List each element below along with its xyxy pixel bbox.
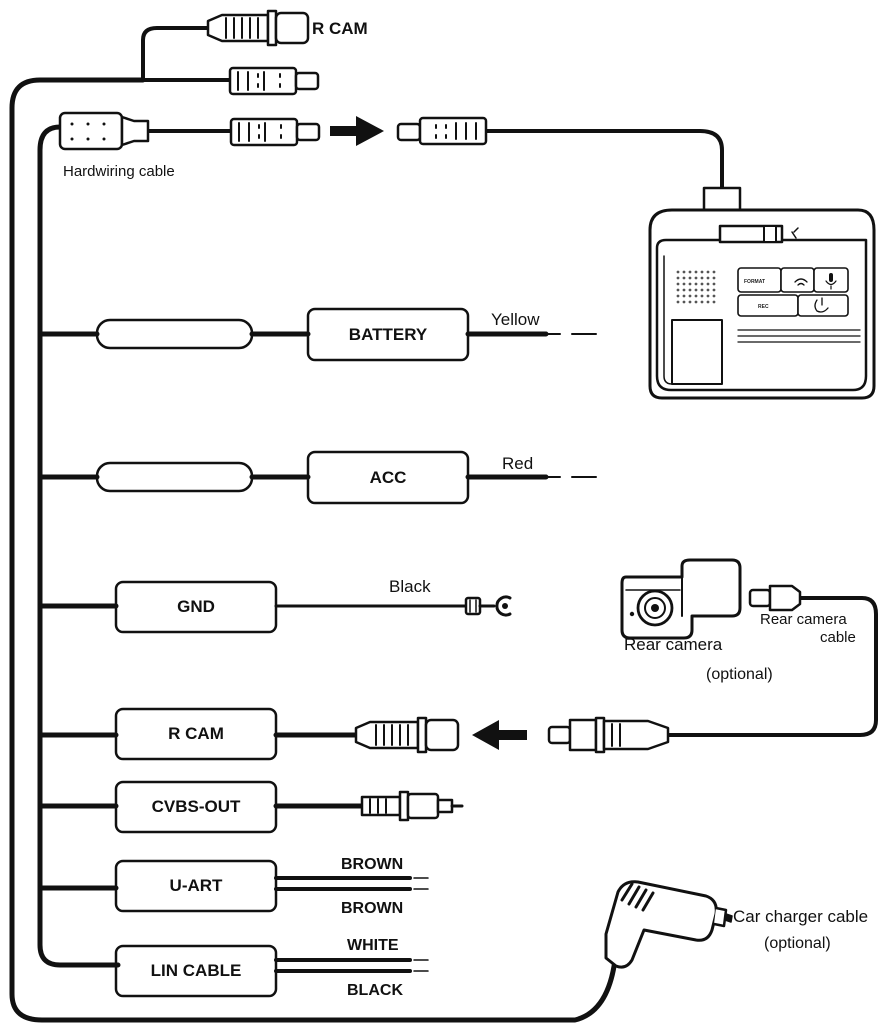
top-rcam-connector bbox=[206, 9, 310, 47]
rcam-label-box bbox=[114, 707, 278, 761]
inner-trunk bbox=[37, 124, 121, 968]
top-rcam-label: R CAM bbox=[312, 19, 368, 38]
device-side-connector bbox=[396, 116, 488, 146]
rear-camera-label: Rear camera bbox=[624, 635, 723, 654]
lin-wire-tips bbox=[413, 959, 429, 972]
rear-camera bbox=[620, 558, 742, 640]
device-rec-text: REC bbox=[758, 304, 769, 310]
hardwiring-cable-label: Hardwiring cable bbox=[63, 163, 175, 180]
acc-label: ACC bbox=[369, 467, 407, 487]
uart-label: U-ART bbox=[169, 876, 223, 895]
device-cable bbox=[484, 129, 724, 190]
rcam-branch-connector bbox=[354, 716, 460, 754]
gnd-label: GND bbox=[177, 597, 215, 616]
uart-label-box bbox=[114, 859, 278, 913]
rear-camera-optional-label: (optional) bbox=[706, 666, 773, 683]
outer-main-cable bbox=[9, 77, 618, 1023]
cvbs-label-box bbox=[114, 780, 278, 834]
battery-fuse-box bbox=[95, 318, 254, 350]
second-top-connector bbox=[228, 66, 320, 96]
hardwiring-cable-head bbox=[58, 111, 150, 151]
top-rcam-branch bbox=[141, 26, 210, 82]
red-wire-label: Red bbox=[502, 454, 534, 473]
cvbs-out-label: CVBS-OUT bbox=[151, 797, 241, 816]
brown-wire-label-bottom: BROWN bbox=[341, 900, 404, 917]
connect-arrow-left bbox=[472, 720, 527, 750]
white-wire-label: WHITE bbox=[347, 937, 399, 954]
device-format-text: FORMAT bbox=[744, 279, 765, 285]
acc-label-box bbox=[306, 450, 470, 505]
gnd-ring-terminal bbox=[464, 595, 512, 617]
rear-camera-cable-wire bbox=[666, 596, 878, 737]
black-wire-label: Black bbox=[389, 577, 431, 596]
acc-fuse-box bbox=[95, 461, 254, 493]
battery-label-box bbox=[306, 307, 470, 362]
car-charger-plug bbox=[604, 880, 733, 969]
middle-connector bbox=[229, 117, 321, 147]
rear-camera-male-connector bbox=[547, 716, 670, 754]
gnd-label-box bbox=[114, 580, 278, 634]
device-speaker-grille bbox=[676, 270, 716, 304]
rcam-label: R CAM bbox=[168, 724, 224, 743]
lin-cable-label: LIN CABLE bbox=[150, 961, 242, 980]
car-charger-cable-label: Car charger cable bbox=[733, 907, 869, 926]
yellow-wire-label: Yellow bbox=[491, 310, 540, 329]
brown-wire-label-top: BROWN bbox=[341, 856, 404, 873]
battery-label: BATTERY bbox=[348, 324, 428, 344]
black-wire-label-bottom: BLACK bbox=[347, 982, 403, 999]
uart-wire-tips bbox=[413, 877, 429, 890]
rear-camera-cable-label-line1: Rear camera bbox=[760, 611, 847, 628]
rear-camera-cable-connector bbox=[748, 584, 802, 612]
connect-arrow-right bbox=[330, 116, 384, 146]
dashcam-device bbox=[648, 186, 876, 400]
rear-camera-cable-label-line2: cable bbox=[820, 629, 856, 646]
cvbs-rca-plug bbox=[360, 790, 464, 822]
lin-label-box bbox=[114, 944, 278, 998]
car-charger-optional-label: (optional) bbox=[764, 935, 831, 952]
